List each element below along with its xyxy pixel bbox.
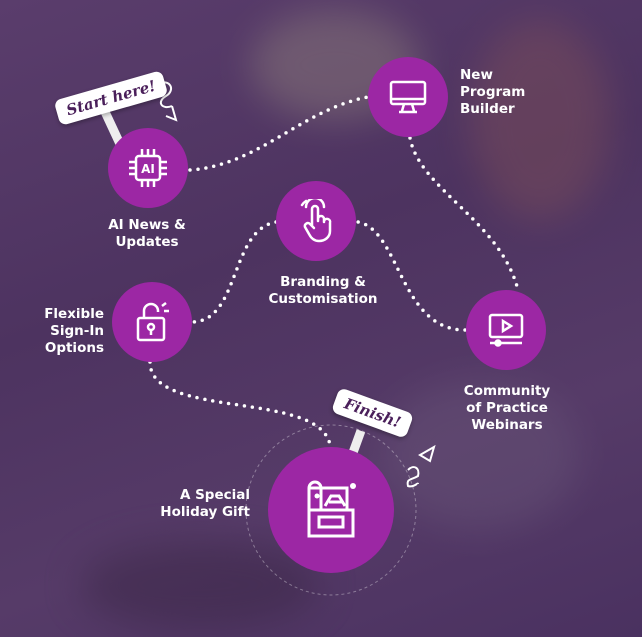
tap-hand-icon xyxy=(300,199,332,243)
step-webinars[interactable] xyxy=(466,290,546,370)
step-branding[interactable] xyxy=(276,181,356,261)
arrow-doodle-icon xyxy=(157,81,178,122)
label-ai-news: AI News & Updates xyxy=(108,217,186,250)
step-holiday-gift[interactable] xyxy=(268,447,394,573)
label-holiday-gift: A Special Holiday Gift xyxy=(160,487,250,520)
label-sign-in: Flexible Sign-In Options xyxy=(44,306,104,356)
background-photo-blur xyxy=(470,20,610,220)
label-branding: Branding & Customisation xyxy=(268,274,378,307)
step-sign-in[interactable] xyxy=(112,282,192,362)
label-program-builder: New Program Builder xyxy=(460,67,526,117)
svg-text:AI: AI xyxy=(141,162,155,176)
video-player-icon xyxy=(488,313,524,347)
label-webinars: Community of Practice Webinars xyxy=(463,383,551,433)
step-program-builder[interactable] xyxy=(368,57,448,137)
unlock-icon xyxy=(136,302,169,342)
step-ai-news[interactable]: AI xyxy=(108,128,188,208)
background-photo-blur xyxy=(80,540,320,630)
ai-chip-icon: AI xyxy=(129,149,167,187)
flag-doodle-icon xyxy=(406,444,436,488)
monitor-icon xyxy=(389,80,427,114)
treasure-chest-icon xyxy=(307,480,356,538)
background-photo-blur xyxy=(380,380,580,530)
